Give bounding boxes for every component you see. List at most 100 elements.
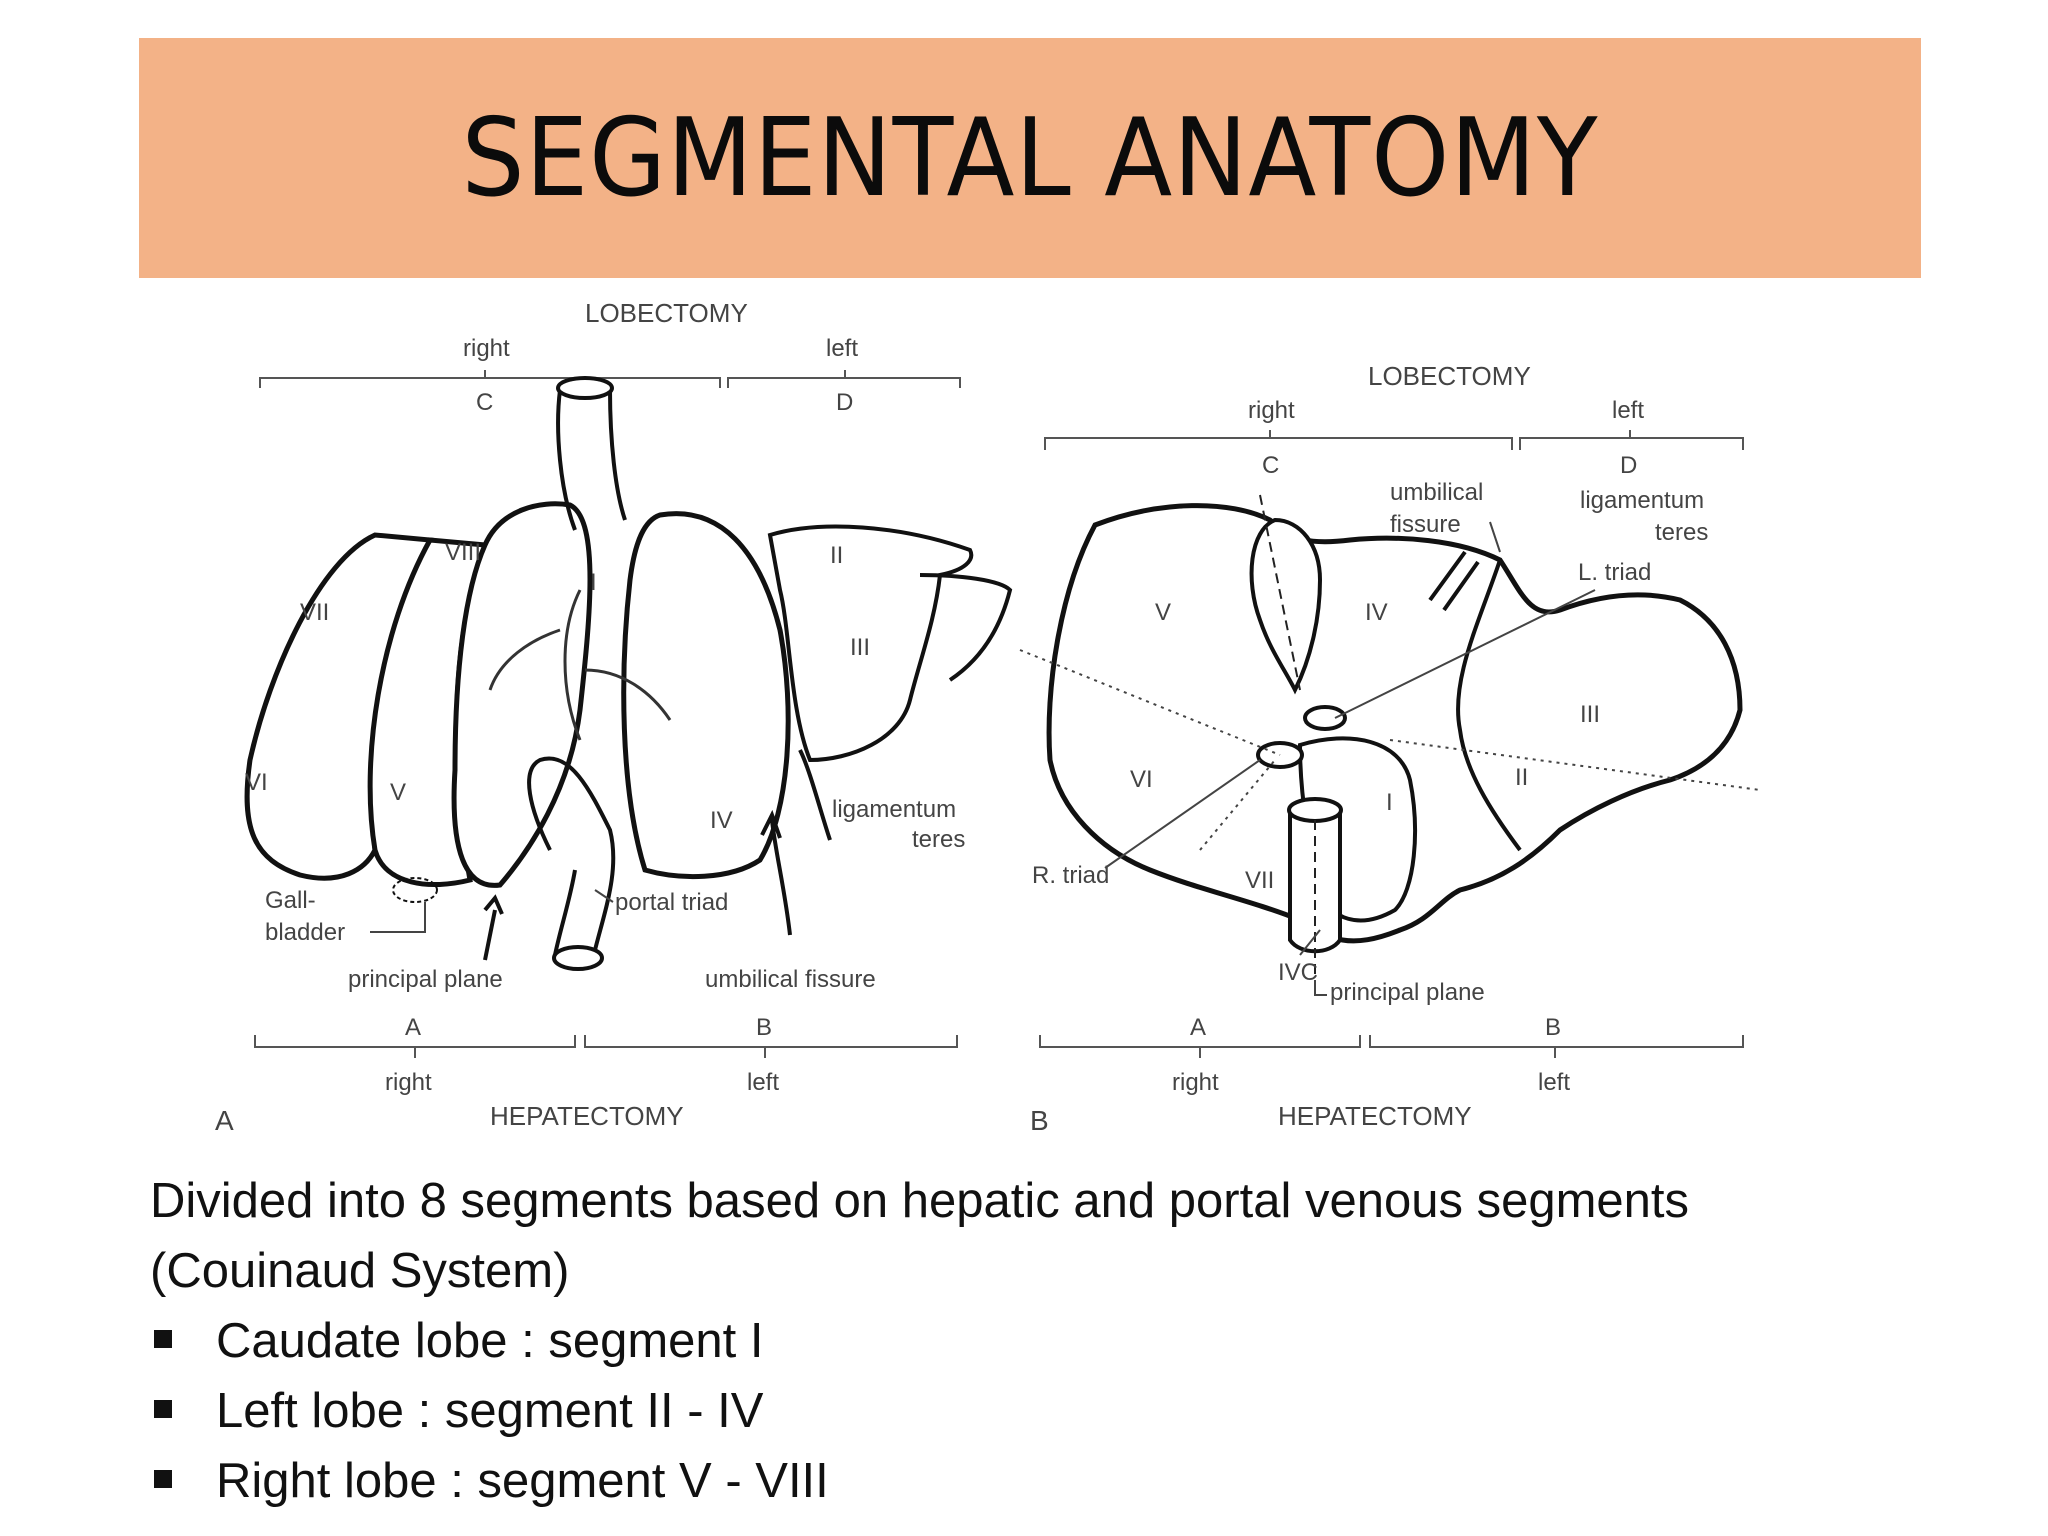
- label-top-right-b: right: [1248, 397, 1295, 424]
- left-lobe-edge-b: [1456, 559, 1522, 852]
- label-bottom-a-b: A: [1190, 1014, 1206, 1041]
- label-top-right-a: right: [463, 335, 510, 362]
- principal-plane-line-b: [1259, 494, 1316, 990]
- intro-line-1: Divided into 8 segments based on hepatic…: [150, 1174, 1690, 1228]
- leader-gallbladder-a: [370, 902, 426, 933]
- bracket-lobectomy-right-b: [1044, 430, 1513, 450]
- label-top-c-a: C: [476, 389, 493, 416]
- list-item-text: Caudate lobe : segment I: [216, 1314, 764, 1368]
- segment-iii-b: III: [1580, 701, 1600, 728]
- title-banner: SEGMENTAL ANATOMY: [139, 38, 1921, 278]
- label-hepatectomy-b: HEPATECTOMY: [1278, 1101, 1472, 1131]
- label-bottom-b-a: B: [756, 1014, 772, 1041]
- segment-ii-a: II: [830, 542, 843, 569]
- slide-title: SEGMENTAL ANATOMY: [461, 95, 1599, 221]
- label-umbilical-2-b: fissure: [1390, 511, 1461, 538]
- list-item: Left lobe : segment II - IV: [150, 1376, 1950, 1446]
- label-umbilical-1-b: umbilical: [1390, 479, 1483, 506]
- square-bullet-icon: [154, 1400, 172, 1418]
- label-bottom-a-a: A: [405, 1014, 421, 1041]
- label-umbilical-fissure-a: umbilical fissure: [705, 966, 876, 993]
- label-ligamentum-2-a: teres: [912, 826, 965, 853]
- arrow-principal-plane-a: [483, 894, 504, 961]
- plane-dotted-1-b: [1019, 649, 1281, 756]
- segment-iv-a: IV: [710, 807, 733, 834]
- leader-ivc-b: [1299, 929, 1321, 956]
- bracket-hepatectomy-right-a: [254, 1035, 576, 1058]
- label-lobectomy-b: LOBECTOMY: [1368, 361, 1531, 391]
- label-top-d-b: D: [1620, 452, 1637, 479]
- bracket-lobectomy-left-b: [1519, 430, 1744, 450]
- label-bottom-left-a: left: [747, 1069, 779, 1096]
- segment-i-a: I: [590, 569, 597, 596]
- label-bottom-right-b: right: [1172, 1069, 1219, 1096]
- segment-vi-a: VI: [245, 769, 268, 796]
- square-bullet-icon: [154, 1470, 172, 1488]
- label-lobectomy-a: LOBECTOMY: [585, 298, 748, 328]
- bracket-lobectomy-right-a: [259, 370, 721, 388]
- label-principal-plane-b: principal plane: [1330, 979, 1485, 1006]
- bracket-hepatectomy-right-b: [1039, 1035, 1361, 1058]
- list-item: Right lobe : segment V - VIII: [150, 1446, 1950, 1516]
- segment-iii-a: III: [850, 634, 870, 661]
- panel-letter-a: A: [215, 1105, 234, 1136]
- ligamentum-vessel-a: [798, 749, 832, 841]
- segment-vii-a: VII: [300, 599, 329, 626]
- leader-principal-plane-b: [1314, 980, 1327, 996]
- bracket-hepatectomy-left-b: [1369, 1035, 1744, 1058]
- label-top-left-b: left: [1612, 397, 1644, 424]
- segment-iv-b: IV: [1365, 599, 1388, 626]
- ivc-top-b: [1287, 797, 1343, 823]
- label-ligamentum-1-a: ligamentum: [832, 796, 956, 823]
- plane-dotted-3-b: [1389, 739, 1760, 791]
- panel-letter-b: B: [1030, 1105, 1049, 1136]
- label-ligamentum-2-b: teres: [1655, 519, 1708, 546]
- liver-outline-b: [1046, 503, 1743, 944]
- label-bottom-right-a: right: [385, 1069, 432, 1096]
- intro-line-2: (Couinaud System): [150, 1244, 570, 1298]
- ivc-b: [1288, 810, 1342, 954]
- lobe-ii-iii-a: [767, 524, 974, 763]
- label-gallbladder-1-a: Gall-: [265, 887, 316, 914]
- label-top-d-a: D: [836, 389, 853, 416]
- label-ivc-b: IVC: [1278, 959, 1318, 986]
- liver-segment-diagram: LOBECTOMY right left C D I II III IV V V…: [215, 298, 1760, 1136]
- label-bottom-b-b: B: [1545, 1014, 1561, 1041]
- list-item-text: Left lobe : segment II - IV: [216, 1384, 764, 1438]
- portal-vein-a: [527, 756, 616, 956]
- segment-vi-b: VI: [1130, 766, 1153, 793]
- gallbladder-b: [1249, 517, 1323, 695]
- segment-list: Caudate lobe : segment I Left lobe : seg…: [150, 1306, 1950, 1516]
- leader-portal-triad-a: [594, 889, 614, 903]
- segment-i-b: I: [1386, 789, 1393, 816]
- label-r-triad-b: R. triad: [1032, 862, 1109, 889]
- square-bullet-icon: [154, 1330, 172, 1348]
- segment-v-a: V: [390, 779, 406, 806]
- l-triad-vessel-b: [1303, 705, 1347, 731]
- label-top-left-a: left: [826, 335, 858, 362]
- leader-l-triad-b: [1334, 589, 1596, 719]
- panel-b: LOBECTOMY right left C D I II III IV V V…: [1019, 361, 1760, 1136]
- label-ligamentum-1-b: ligamentum: [1580, 487, 1704, 514]
- ivc-top-a: [556, 376, 614, 400]
- label-bottom-left-b: left: [1538, 1069, 1570, 1096]
- label-portal-triad-a: portal triad: [615, 889, 728, 916]
- bracket-lobectomy-left-a: [727, 370, 961, 388]
- gallbladder-a: [392, 877, 438, 903]
- ivc-a: [556, 389, 627, 531]
- bracket-hepatectomy-left-a: [584, 1035, 958, 1058]
- label-l-triad-b: L. triad: [1578, 559, 1651, 586]
- label-principal-plane-a: principal plane: [348, 966, 503, 993]
- segment-viii-a: VIII: [445, 539, 481, 566]
- label-hepatectomy-a: HEPATECTOMY: [490, 1101, 684, 1131]
- label-top-c-b: C: [1262, 452, 1279, 479]
- list-item-text: Right lobe : segment V - VIII: [216, 1454, 829, 1508]
- segment-ii-b: II: [1515, 764, 1528, 791]
- label-gallbladder-2-a: bladder: [265, 919, 345, 946]
- ligamentum-teres-b: [1428, 550, 1480, 612]
- lobe-iv-a: [621, 511, 791, 880]
- panel-a: LOBECTOMY right left C D I II III IV V V…: [215, 298, 1013, 1136]
- lobe-iii-tip-a: [919, 573, 1013, 682]
- list-item: Caudate lobe : segment I: [150, 1306, 1950, 1376]
- slide-body: Divided into 8 segments based on hepatic…: [150, 1166, 1950, 1516]
